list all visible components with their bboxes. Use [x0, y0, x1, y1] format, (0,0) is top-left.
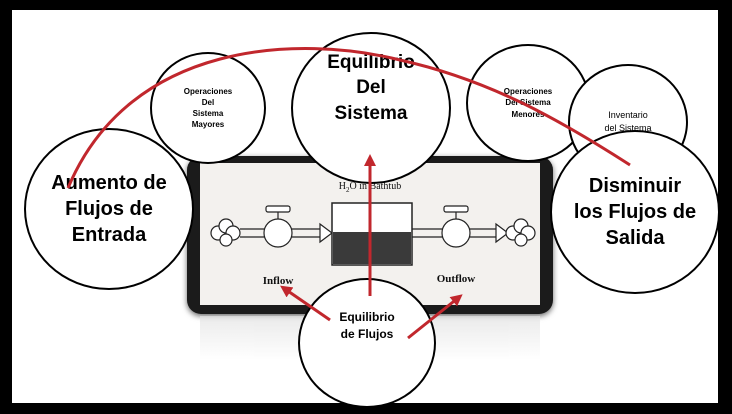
circle-equilibrio-flujos: Equilibrio de Flujos: [298, 278, 436, 408]
system-balance-arc: [66, 47, 631, 189]
balance-to-inflow-arrow: [280, 285, 331, 322]
stock-flow-diagram: H2O in Bathtub Inflow Outflow: [210, 181, 536, 287]
circle-aumento-flujos: Aumento de Flujos de Entrada: [24, 128, 194, 290]
stock-bathtub: [331, 202, 413, 266]
equilibrio-flujos-label: Equilibrio de Flujos: [339, 309, 395, 341]
circle-operaciones-mayores: Operaciones Del Sistema Mayores: [150, 52, 266, 164]
outflow-valve-icon: [441, 205, 471, 248]
operaciones-mayores-label: Operaciones Del Sistema Mayores: [183, 86, 233, 130]
aumento-flujos-label: Aumento de Flujos de Entrada: [51, 172, 167, 246]
operaciones-menores-label: Operaciones Del Sistema Menores: [503, 87, 553, 119]
inflow-valve-icon: [263, 205, 293, 248]
outflow-cloud-icon: [505, 218, 536, 247]
inflow-cloud-icon: [210, 218, 241, 247]
inventario-label: Inventario del Sistema: [604, 109, 652, 134]
outflow-label: Outflow: [437, 273, 476, 285]
disminuir-flujos-label: Disminuir los Flujos de Salida: [573, 175, 697, 249]
inflow-label: Inflow: [263, 275, 294, 287]
circle-operaciones-menores: Operaciones Del Sistema Menores: [466, 44, 590, 162]
circle-disminuir-flujos: Disminuir los Flujos de Salida: [550, 130, 720, 294]
balance-to-outflow-arrow: [407, 294, 463, 340]
